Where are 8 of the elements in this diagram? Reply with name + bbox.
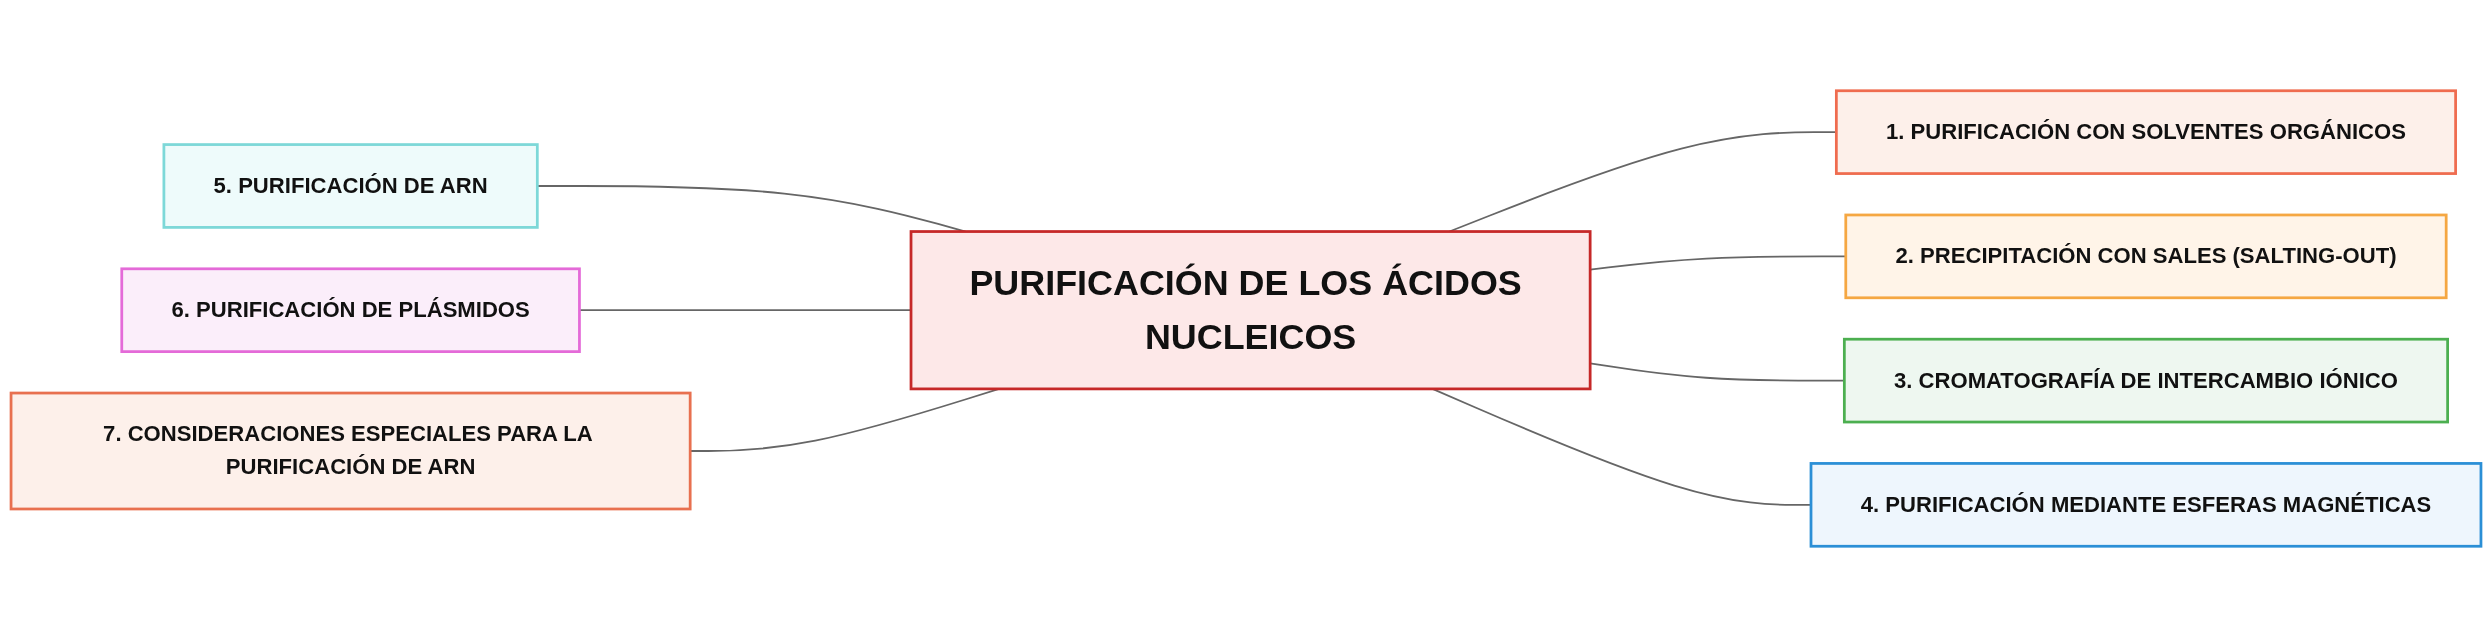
node-box: 7. CONSIDERACIONES ESPECIALES PARA LA PURIFICACIÓN DE ARN (9, 391, 692, 511)
node-box: 4. PURIFICACIÓN MEDIANTE ESFERAS MAGNÉTICAS (1809, 462, 2483, 548)
node-box: 5. PURIFICACIÓN DE ARN (162, 143, 539, 229)
node-box: 6. PURIFICACIÓN DE PLÁSMIDOS (120, 267, 581, 353)
node-box: 3. CROMATOGRAFÍA DE INTERCAMBIO IÓNICO (1842, 337, 2449, 424)
node-box: 2. PRECIPITACIÓN CON SALES (SALTING-OUT) (1844, 213, 2448, 300)
node-box: PURIFICACIÓN DE LOS ÁCIDOS NUCLEICOS (909, 230, 1592, 391)
node-box: 1. PURIFICACIÓN CON SOLVENTES ORGÁNICOS (1834, 89, 2457, 175)
